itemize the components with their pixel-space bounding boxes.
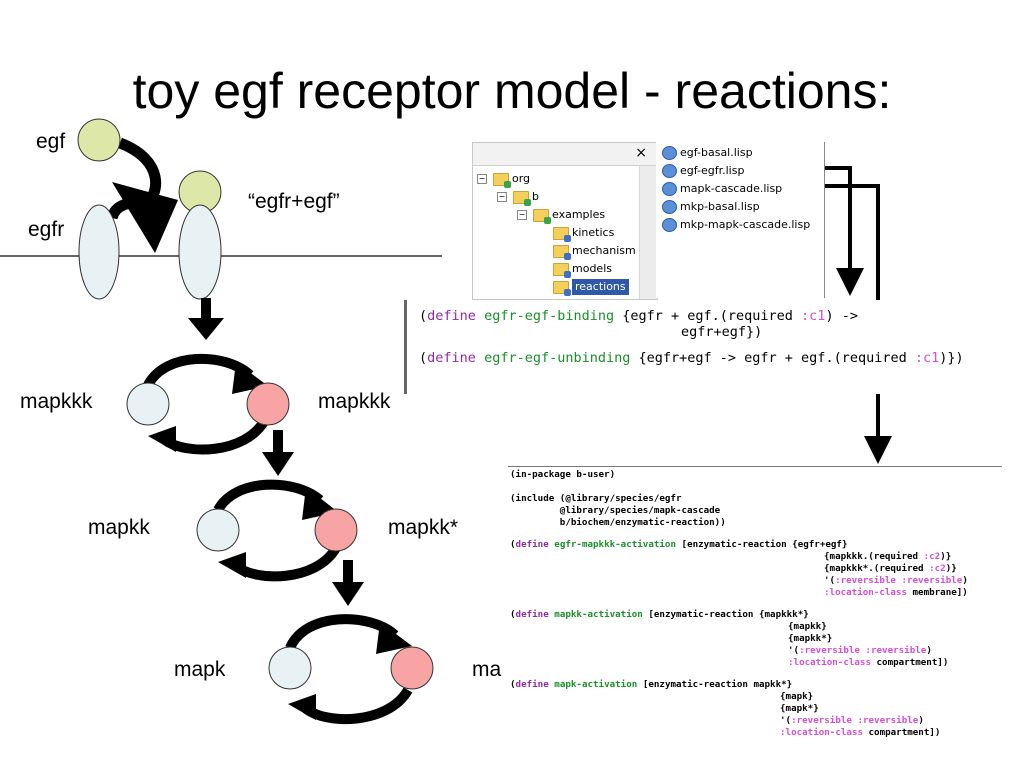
label-egfr-egf: “egfr+egf” xyxy=(248,190,340,213)
package-folder-icon xyxy=(513,190,531,206)
mapkk-active xyxy=(314,508,358,552)
egfr-receptor xyxy=(78,204,120,300)
egf-molecule xyxy=(77,118,121,162)
tree-item-kinetics[interactable]: kinetics xyxy=(553,225,614,242)
tree-item-org[interactable]: − org xyxy=(477,172,531,188)
tree-item-mechanism[interactable]: mechanism xyxy=(553,243,636,260)
folder-icon xyxy=(553,244,571,260)
mapk-backward-arrow xyxy=(301,687,413,725)
folder-icon xyxy=(553,280,571,296)
code-line: (define egfr-egf-binding {egfr + egf.(re… xyxy=(419,308,858,324)
lisp-file-icon xyxy=(662,218,677,232)
mapkkk-inactive xyxy=(126,382,170,426)
slide-title: toy egf receptor model - reactions: xyxy=(132,63,892,119)
label-mapk-star: ma xyxy=(472,658,502,681)
close-icon[interactable]: × xyxy=(635,145,647,161)
package-folder-icon xyxy=(493,172,511,188)
file-item[interactable]: mkp-basal.lisp xyxy=(662,198,760,216)
panel-header: × xyxy=(473,143,657,166)
folder-icon xyxy=(553,262,571,278)
lisp-file-icon xyxy=(662,182,677,196)
label-egfr: egfr xyxy=(28,218,65,241)
file-item[interactable]: mkp-mapk-cascade.lisp xyxy=(662,216,810,234)
bound-receptor xyxy=(178,204,222,300)
code-line: {mapkk*} xyxy=(788,633,833,644)
code-line: (define mapkk-activation [enzymatic-reac… xyxy=(510,609,809,620)
code-line: {mapk} xyxy=(780,691,814,702)
tree-item-examples[interactable]: − examples xyxy=(517,208,606,224)
collapse-icon[interactable]: − xyxy=(517,210,527,220)
code-line: '(:reversible :reversible) xyxy=(824,575,968,586)
code-line: b/biochem/enzymatic-reaction)) xyxy=(510,517,726,528)
collapse-icon[interactable]: − xyxy=(477,174,487,184)
code-line: '(:reversible :reversible) xyxy=(788,645,932,656)
code-line: (include (@library/species/egfr xyxy=(510,493,682,504)
code-line: (define mapk-activation [enzymatic-react… xyxy=(510,679,793,690)
mapkk-inactive xyxy=(196,508,240,552)
code-line: (define egfr-egf-unbinding {egfr+egf -> … xyxy=(419,350,964,366)
binding-code-panel: (define egfr-egf-binding {egfr + egf.(re… xyxy=(404,300,1007,394)
file-list-panel: egf-basal.lisp egf-egfr.lisp mapk-cascad… xyxy=(656,142,825,298)
mapkkk-backward-arrow xyxy=(162,417,270,455)
mapk-inactive xyxy=(268,646,312,690)
file-item[interactable]: egf-basal.lisp xyxy=(662,144,753,162)
code-line: {mapkk} xyxy=(788,621,827,632)
mapkk-backward-arrow xyxy=(232,545,341,582)
tree-scrollbar[interactable] xyxy=(639,166,657,299)
code-line: (define egfr-mapkkk-activation [enzymati… xyxy=(510,539,848,550)
label-mapkkk: mapkkk xyxy=(20,390,93,413)
collapse-icon[interactable]: − xyxy=(497,192,507,202)
tree-item-reactions[interactable]: reactions xyxy=(553,279,629,296)
code-line: egfr+egf}) xyxy=(681,324,763,340)
code-line: (in-package b-user) xyxy=(510,469,616,480)
package-folder-icon xyxy=(533,208,551,224)
package-tree-panel: × − org − b − examples kinetics mechanis… xyxy=(472,142,658,300)
lisp-file-icon xyxy=(662,200,677,214)
file-item[interactable]: egf-egfr.lisp xyxy=(662,162,744,180)
binding-arrowhead xyxy=(112,182,178,253)
code-line: {mapkkk.(required :c2)} xyxy=(824,551,952,562)
code-line: {mapk*} xyxy=(780,703,819,714)
mapk-active xyxy=(390,646,434,690)
code-line: :location-class membrane]) xyxy=(824,587,968,598)
code-line: @library/species/mapk-cascade xyxy=(510,505,721,516)
code-line: :location-class compartment]) xyxy=(780,727,941,738)
file-item[interactable]: mapk-cascade.lisp xyxy=(662,180,782,198)
label-mapkkk-star: mapkkk xyxy=(318,390,391,413)
label-mapkk: mapkk xyxy=(88,516,150,539)
code-line: :location-class compartment]) xyxy=(788,657,949,668)
cascade-code-panel: (in-package b-user) (include (@library/s… xyxy=(508,466,1002,747)
mapkkk-active xyxy=(246,382,290,426)
label-mapk: mapk xyxy=(174,658,226,681)
lisp-file-icon xyxy=(662,164,677,178)
code-line: {mapkkk*.(required :c2)} xyxy=(824,563,957,574)
tree-item-models[interactable]: models xyxy=(553,261,612,278)
folder-icon xyxy=(553,226,571,242)
tree-item-b[interactable]: − b xyxy=(497,190,539,206)
code-line: '(:reversible :reversible) xyxy=(780,715,924,726)
label-egf: egf xyxy=(36,130,66,153)
lisp-file-icon xyxy=(662,146,677,160)
label-mapkk-star: mapkk* xyxy=(388,516,459,539)
